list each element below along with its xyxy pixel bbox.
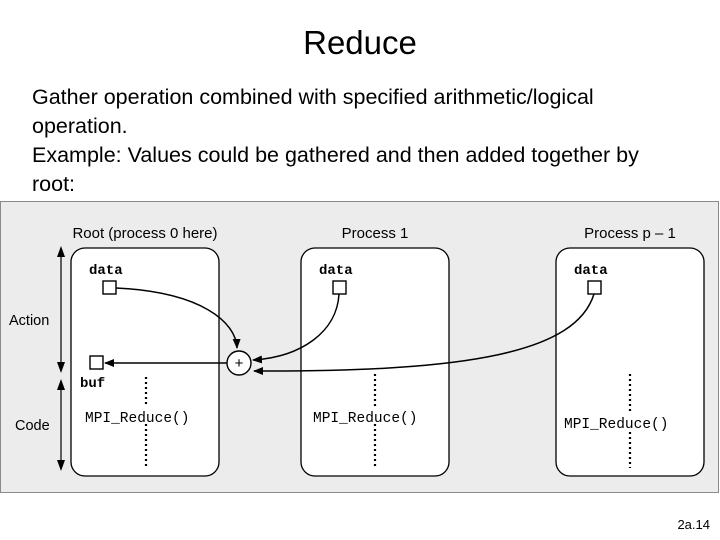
process-1-box [300, 247, 450, 477]
action-bracket-bottom-arrow [57, 362, 65, 373]
code-label: Code [15, 418, 50, 434]
root-process-header: Root (process 0 here) [72, 225, 217, 242]
reduce-diagram: Root (process 0 here) Process 1 Process … [0, 201, 719, 493]
body-line: Gather operation combined with specified… [32, 85, 594, 109]
code-bracket-bottom-arrow [57, 460, 65, 471]
plus-operator-label: + [235, 355, 244, 372]
process-p-1-data-label: data [574, 263, 608, 279]
process-1-mpi-call: MPI_Reduce() [313, 411, 417, 427]
action-bracket-top-arrow [57, 246, 65, 257]
process-p-1-data-arrow [253, 293, 595, 376]
body-line: operation. [32, 114, 128, 138]
action-label: Action [9, 313, 49, 329]
code-label-bg [11, 416, 57, 434]
slide-title: Reduce [303, 24, 417, 61]
root-data-arrow [115, 287, 241, 349]
slide-body: Gather operation combined with specified… [32, 83, 720, 199]
root-mpi-call: MPI_Reduce() [85, 411, 189, 427]
process-1-data-square [332, 280, 347, 295]
root-data-square [102, 280, 117, 295]
root-buf-square [89, 355, 104, 370]
process-p-1-header: Process p – 1 [584, 225, 676, 242]
process-1-data-arrow [252, 293, 340, 364]
body-line: root: [32, 172, 76, 196]
process-p-1-data-square [587, 280, 602, 295]
process-1-header: Process 1 [342, 225, 409, 242]
action-label-bg [5, 311, 59, 329]
reduce-diagram-svg: Root (process 0 here) Process 1 Process … [5, 225, 705, 477]
body-line: Example: Values could be gathered and th… [32, 143, 639, 167]
process-1-data-label: data [319, 263, 353, 279]
process-p-1-box [555, 247, 705, 477]
root-process-box [70, 247, 220, 477]
root-buf-label: buf [80, 376, 105, 392]
code-bracket-top-arrow [57, 379, 65, 390]
root-data-label: data [89, 263, 123, 279]
slide-number: 2a.14 [677, 517, 710, 532]
process-p-1-mpi-call: MPI_Reduce() [564, 417, 668, 433]
